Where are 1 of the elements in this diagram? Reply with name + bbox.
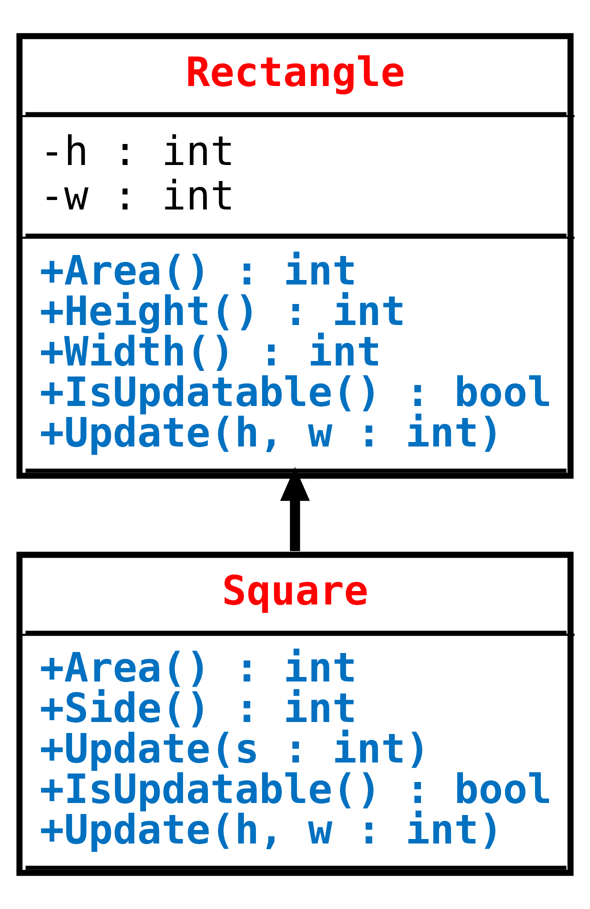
arrow xyxy=(280,466,310,552)
